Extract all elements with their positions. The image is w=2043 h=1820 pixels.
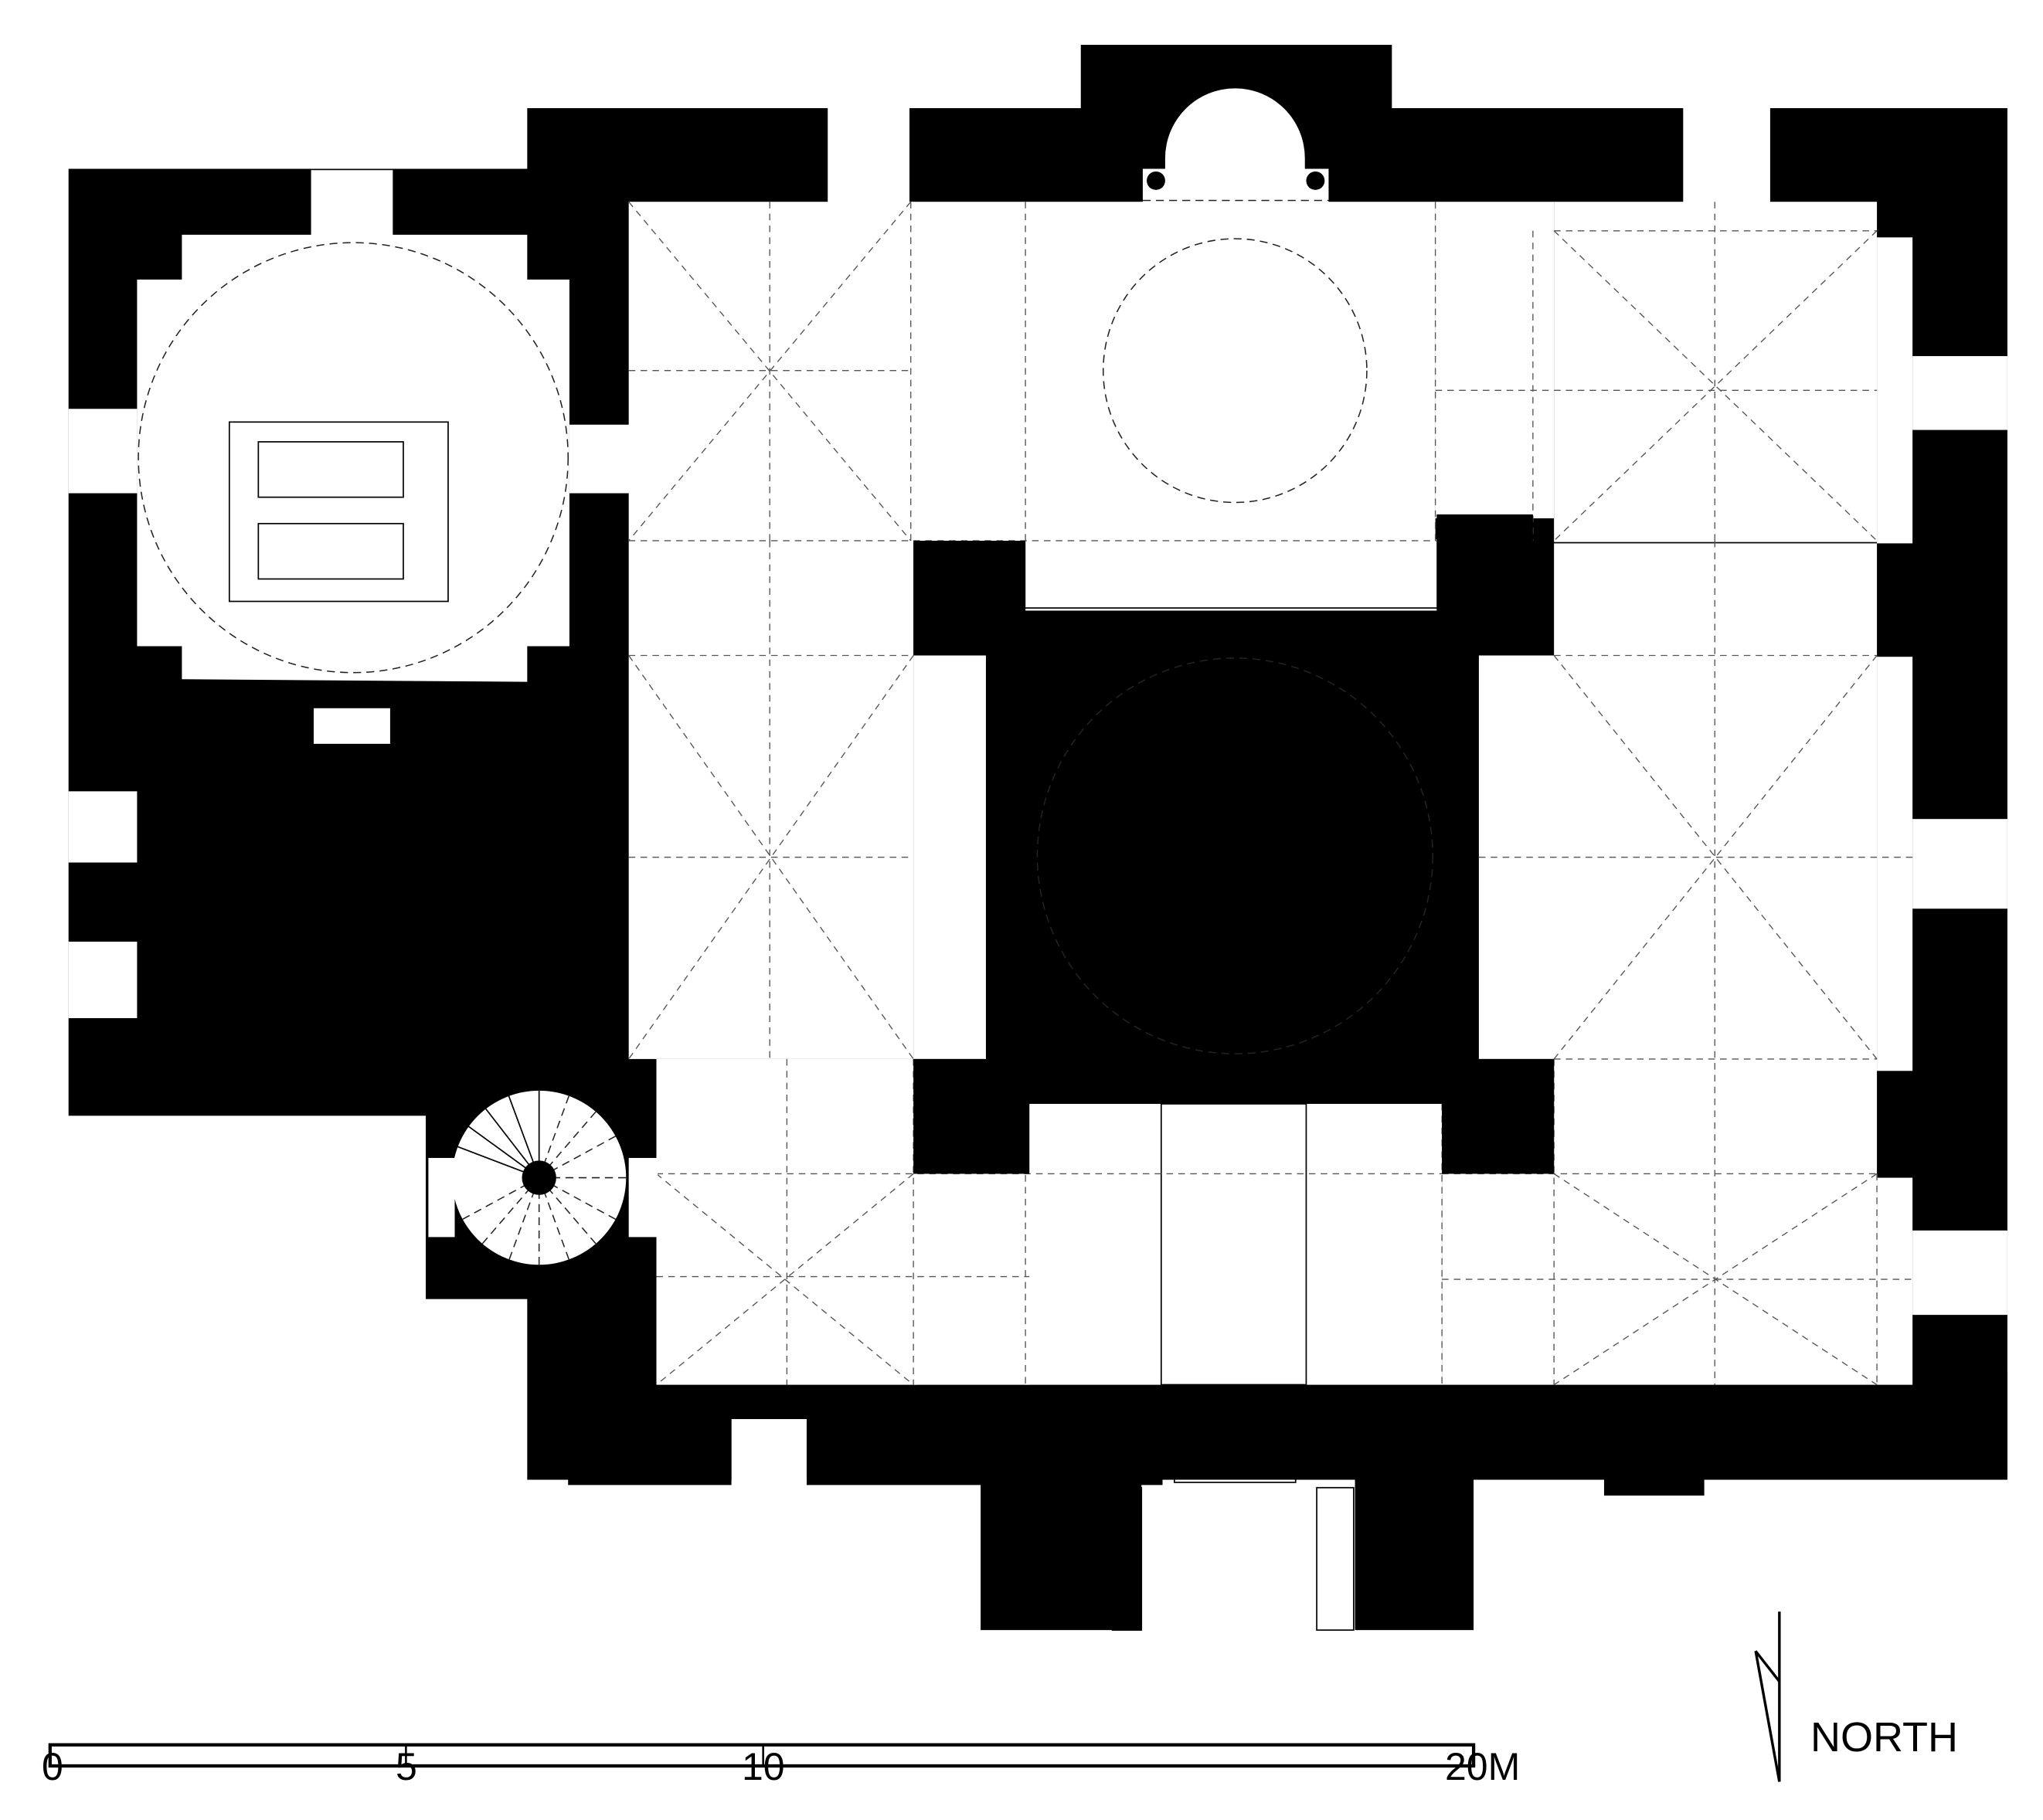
interior-spaces (134, 202, 1913, 1632)
scale-tick-5: 5 (396, 1745, 417, 1788)
central-piers (913, 514, 1555, 1174)
scale-tick-10: 10 (742, 1745, 785, 1788)
north-label: NORTH (1810, 1714, 1959, 1761)
window-openings (68, 107, 2007, 1486)
vault-lines (628, 201, 1913, 1386)
mihrab (1142, 88, 1329, 203)
scale-tick-0: 0 (42, 1745, 63, 1788)
cenotaph (138, 242, 569, 674)
scale-bar (48, 1743, 1476, 1768)
scale-tick-20m: 20M (1445, 1745, 1521, 1788)
spiral-staircase (428, 1090, 658, 1265)
dome-outlines (1036, 238, 1433, 1054)
north-arrow-icon (1754, 1611, 1781, 1782)
